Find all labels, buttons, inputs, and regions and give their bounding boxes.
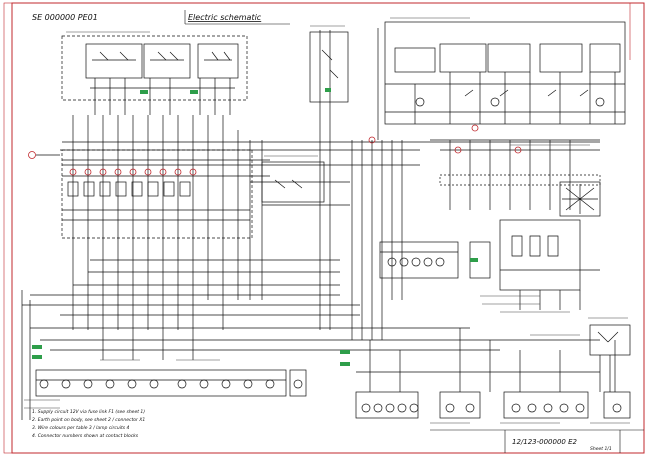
- note-1: 1. Supply circuit 12V via fuse link F1 (…: [32, 409, 145, 415]
- sheet-title: Electric schematic: [188, 13, 262, 22]
- document-number: 12/123-000000 E2: [512, 438, 578, 446]
- relay-panel-right: [377, 21, 626, 140]
- relay-group-left: [61, 35, 248, 115]
- lamp-cluster: [430, 139, 601, 217]
- note-3: 3. Wire colours per table 3 / lamp circu…: [32, 425, 130, 431]
- bottom-lamp-row-right: [355, 328, 631, 419]
- document-id: SE 000000 PE01: [32, 13, 98, 22]
- note-2: 2. Earth point on body, see sheet 2 / co…: [32, 417, 145, 423]
- wire-bundle-left: [21, 115, 263, 420]
- notes-block: 1. Supply circuit 12V via fuse link F1 (…: [32, 409, 145, 439]
- horizontal-buses: [22, 141, 600, 351]
- fuse-block: [61, 149, 270, 239]
- bulb-strip: [379, 219, 600, 310]
- small-label-marks: [24, 17, 630, 424]
- title-block: 12/123-000000 E2 Sheet 1/1: [430, 429, 644, 453]
- sheet-border: [11, 2, 645, 454]
- central-column: [261, 30, 403, 340]
- binding-margin: [3, 2, 13, 454]
- sheet-number: Sheet 1/1: [590, 446, 612, 452]
- green-tags: [32, 88, 478, 366]
- bottom-lamp-row-left: [35, 369, 307, 397]
- right-switch-column: [589, 324, 631, 392]
- note-4: 4. Connector numbers shown at contact bl…: [32, 433, 139, 439]
- red-markers: [28, 124, 522, 176]
